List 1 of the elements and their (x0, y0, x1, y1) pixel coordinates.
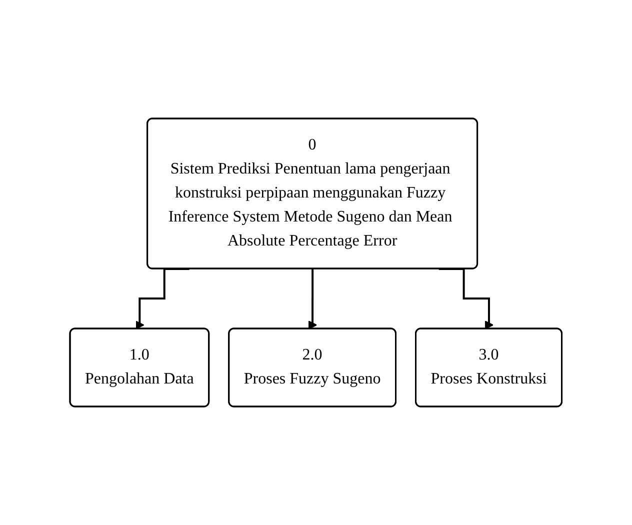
arrow (308, 268, 318, 330)
